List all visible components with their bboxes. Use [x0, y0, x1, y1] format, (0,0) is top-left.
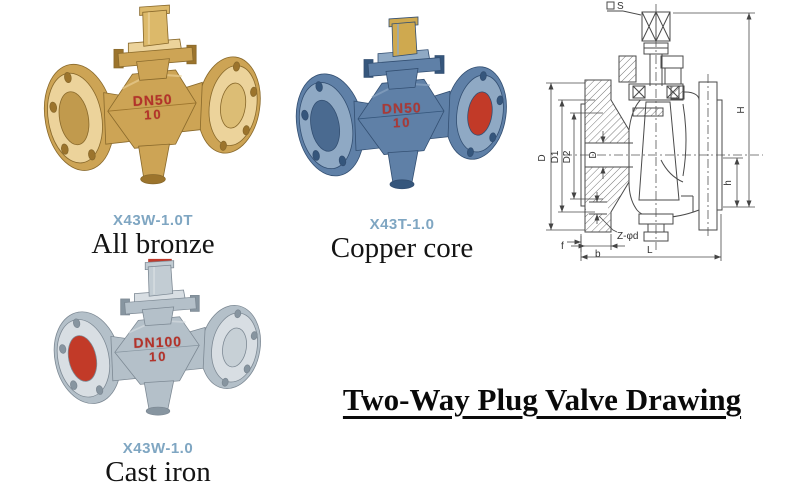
- label-h-total: H: [736, 106, 747, 113]
- product-figure-copper-core: DN50 10 X43T-1.0 Copper core: [292, 14, 512, 264]
- label-bolt-holes: Z-φd: [617, 231, 638, 242]
- page-title: Two-Way Plug Valve Drawing: [342, 381, 742, 417]
- label-d1: D1: [550, 150, 561, 163]
- label-h-lower: h: [723, 180, 734, 186]
- label-d-outer: D: [537, 154, 548, 161]
- model-number-cast-iron: X43W-1.0: [122, 440, 194, 457]
- caption-copper-core: Copper core: [330, 232, 474, 264]
- caption-cast-iron: Cast iron: [105, 456, 211, 488]
- valve-section-drawing: S D D1 D2 D H h Z-φd f b L: [537, 1, 763, 261]
- centerlines: [563, 4, 763, 250]
- caption-all-bronze: All bronze: [91, 228, 215, 260]
- plug-cone: [638, 101, 680, 201]
- label-d2: D2: [562, 150, 573, 163]
- dimension-labels: S D D1 D2 D H h Z-φd f b L: [537, 1, 747, 260]
- label-d-bore: D: [588, 151, 599, 158]
- model-number-all-bronze: X43W-1.0T: [112, 212, 194, 229]
- label-b: b: [595, 249, 601, 260]
- left-flange-section-upper: [584, 79, 630, 144]
- left-flange-section-lower: [584, 166, 630, 233]
- dimension-lines: [546, 12, 755, 261]
- label-f: f: [561, 241, 564, 252]
- section-geometry: [580, 1, 723, 242]
- label-l: L: [647, 245, 653, 256]
- product-figure-cast-iron: DN100 10 X43W-1.0 Cast iron: [50, 258, 266, 488]
- label-s: S: [617, 1, 624, 12]
- model-number-copper-core: X43T-1.0: [369, 216, 435, 233]
- product-figure-all-bronze: DN50 10 X43W-1.0T All bronze: [40, 2, 266, 260]
